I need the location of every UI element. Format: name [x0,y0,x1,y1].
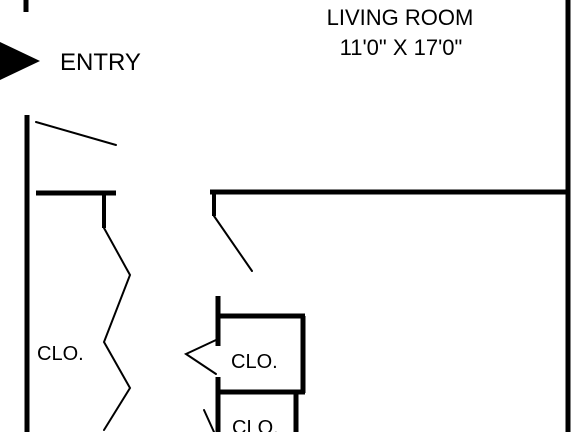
closet-2-bifold-door [183,339,217,375]
living-room-dimensions: 11'0" X 17'0" [340,35,463,60]
doors [35,121,253,432]
closet-2-label: CLO. [231,351,278,373]
entry-label: ENTRY [60,49,141,76]
walls [23,0,571,432]
closet-1-bifold-door [102,227,132,431]
closet-3-label: CLO. [232,417,279,432]
living-room-name: LIVING ROOM [327,5,474,30]
closet-3-bifold-door [203,409,215,432]
entry-door-swing [35,121,117,146]
entry-arrow-icon [0,42,40,80]
room-door-swing [213,215,253,272]
closet-1-label: CLO. [37,343,84,365]
